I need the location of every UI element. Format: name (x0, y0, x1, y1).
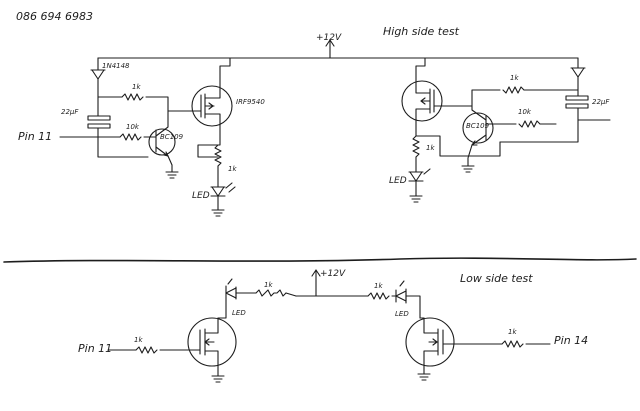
bottom-left-circuit: LED 1k Pin 11 1k (78, 278, 297, 383)
capacitor-label: 22μF (61, 108, 79, 116)
resistor-symbol (121, 93, 144, 101)
resistor-base-label: 10k (518, 108, 532, 116)
section-divider (3, 257, 637, 263)
led-label: LED (395, 310, 409, 318)
top-left-circuit: 1N4148 1k 22μF Pin 11 10k (18, 57, 265, 217)
led-resistor-label: 1k (374, 282, 383, 290)
resistor-top-label: 1k (132, 83, 141, 91)
gate-resistor-label: 1k (508, 328, 517, 336)
led-resistor-label: 1k (426, 144, 435, 152)
resistor-symbol (412, 135, 420, 158)
top-supply-label: +12V (316, 33, 342, 43)
npn-transistor-symbol (461, 105, 494, 173)
capacitor-label: 22μF (592, 98, 610, 106)
diode-symbol (90, 69, 106, 80)
bottom-supply-rail (295, 269, 341, 297)
led-label: LED (389, 176, 407, 186)
resistor-top-label: 1k (510, 74, 519, 82)
resistor-symbol (501, 340, 524, 348)
transistor-label: BC109 (466, 122, 490, 130)
led-symbol (408, 168, 431, 182)
input-label: Pin 14 (554, 334, 588, 347)
bottom-supply-label: +12V (320, 269, 346, 279)
led-resistor-label: 1k (264, 281, 273, 289)
resistor-symbol (135, 346, 158, 354)
p-mosfet-symbol (167, 85, 233, 127)
bottom-title: Low side test (460, 272, 533, 285)
led-symbol (395, 280, 407, 304)
p-mosfet-symbol (401, 79, 473, 125)
npn-transistor-symbol (148, 110, 179, 179)
capacitor-symbol (87, 115, 111, 129)
diode-label: 1N4148 (102, 62, 130, 70)
n-mosfet-symbol (159, 317, 237, 367)
input-label: Pin 11 (18, 130, 52, 143)
led-resistor-label: 1k (228, 165, 237, 173)
led-label: LED (192, 191, 210, 201)
transistor-label: BC109 (160, 133, 184, 141)
input-label: Pin 11 (78, 342, 112, 355)
bottom-right-circuit: 1k LED 1k Pin 14 (339, 280, 588, 381)
resistor-symbol (214, 144, 222, 167)
diode-symbol (570, 67, 586, 78)
top-right-circuit: 22μF 1k 10k BC109 (389, 57, 611, 203)
resistor-symbol (518, 120, 541, 128)
led-symbol (225, 278, 237, 301)
resistor-symbol (502, 86, 525, 94)
resistor-symbol (255, 289, 287, 297)
capacitor-symbol (565, 95, 589, 109)
top-supply-rail (97, 39, 579, 59)
phone-number: 086 694 6983 (16, 10, 93, 23)
resistor-symbol (367, 292, 390, 300)
top-title: High side test (383, 25, 460, 38)
led-symbol (210, 182, 236, 197)
n-mosfet-symbol (405, 317, 503, 367)
mosfet-label: IRF9540 (236, 98, 265, 106)
gate-resistor-label: 1k (134, 336, 143, 344)
resistor-symbol (119, 133, 142, 141)
resistor-base-label: 10k (126, 123, 140, 131)
led-label: LED (232, 309, 246, 317)
